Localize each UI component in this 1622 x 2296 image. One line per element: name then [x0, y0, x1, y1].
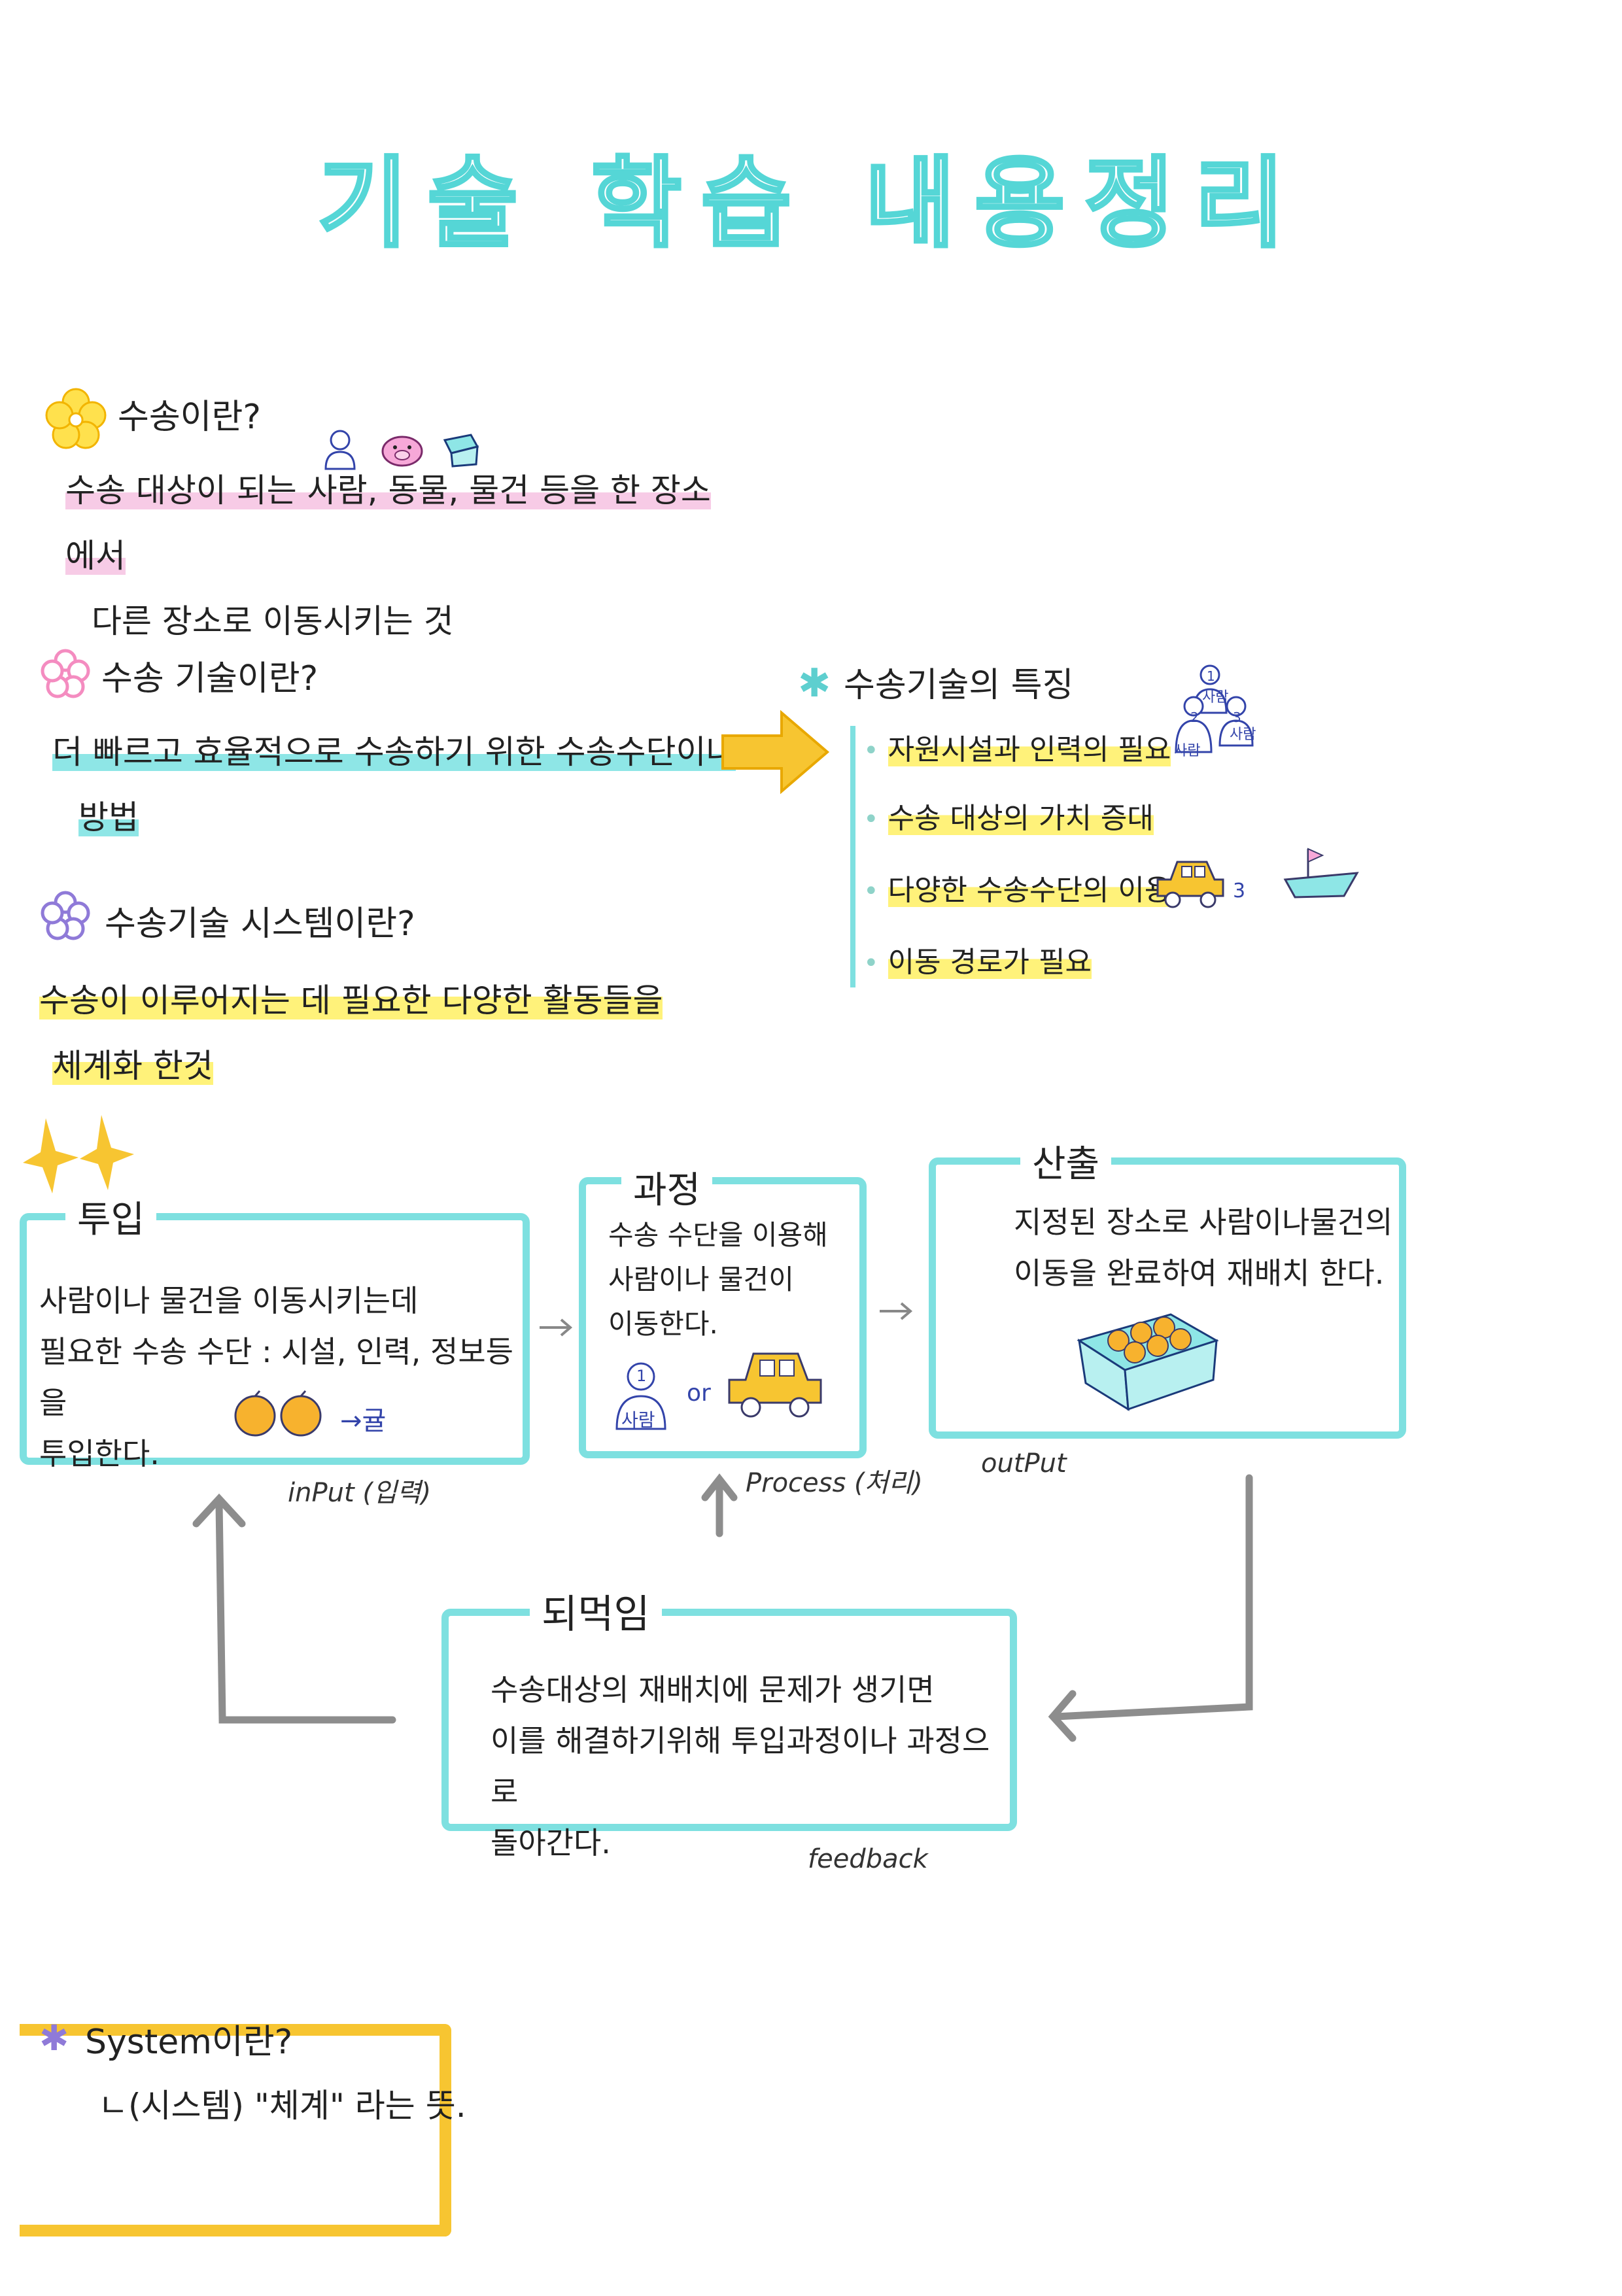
system-text: ㄴ(시스템) "체계" 라는 뜻. — [98, 2087, 466, 2125]
asterisk-icon: ✱ — [39, 2017, 69, 2059]
process-label: 과정 — [621, 1161, 713, 1214]
person-number: 1 — [636, 1367, 647, 1385]
ship-icon — [1282, 844, 1360, 902]
people-number: 2 — [1190, 710, 1199, 725]
star-icon — [20, 1112, 137, 1197]
feedback-box — [441, 1609, 1017, 1831]
page-title: 기술 학습 내용정리 — [316, 146, 1305, 263]
output-label: 산출 — [1020, 1135, 1112, 1188]
orange-note: →귤 — [340, 1406, 387, 1436]
orange-icon — [232, 1390, 330, 1439]
people-label: 사람 — [1202, 689, 1229, 706]
pink-flower-icon — [39, 647, 92, 700]
input-box — [20, 1213, 530, 1465]
transport-line1: 수송 대상이 되는 사람, 동물, 물건 등을 한 장소에서 — [65, 471, 711, 575]
input-caption: inPut (입력) — [288, 1478, 432, 1508]
car-count: 3 — [1233, 880, 1246, 902]
feature-item: • 수송 대상의 가치 증대 — [863, 802, 1154, 835]
people-label: 사람 — [1230, 727, 1256, 743]
transport-system-text: 수송이 이루어지는 데 필요한 다양한 활동들을 체계화 한것 — [39, 968, 759, 1099]
transport-heading: 수송이란? — [118, 398, 261, 437]
arrow-right-icon — [719, 706, 831, 798]
bullet-icon: • — [863, 736, 879, 766]
feedback-text: 수송대상의 재배치에 문제가 생기면 이를 해결하기위해 투입과정이나 과정으로… — [491, 1672, 990, 1860]
transport-tech-line2: 방법 — [78, 798, 139, 836]
yellow-flower-icon — [43, 386, 109, 451]
asterisk-icon: ✱ — [798, 660, 831, 706]
feedback-label: 되먹임 — [530, 1583, 662, 1639]
transport-line2: 다른 장소로 이동시키는 것 — [92, 602, 454, 640]
people-group-icon — [1164, 660, 1269, 765]
car-icon — [1154, 857, 1226, 912]
people-number: 1 — [1207, 668, 1215, 684]
output-box — [929, 1157, 1406, 1439]
system-bracket — [20, 2024, 451, 2236]
bullet-icon: • — [863, 876, 879, 906]
orange-box-icon — [1073, 1301, 1223, 1413]
transport-tech-text: 더 빠르고 효율적으로 수송하기 위한 수송수단이나 방법 — [52, 719, 739, 850]
output-text: 지정된 장소로 사람이나물건의 이동을 완료하여 재배치 한다. — [1014, 1205, 1393, 1291]
person-icon — [320, 428, 360, 471]
arrow-right-icon — [536, 1314, 576, 1341]
or-label: or — [687, 1380, 711, 1407]
pig-icon — [379, 432, 425, 468]
features-bracket — [850, 726, 855, 987]
output-caption: outPut — [981, 1448, 1067, 1479]
person-icon — [612, 1360, 670, 1432]
feedback-caption: feedback — [808, 1844, 928, 1874]
system-heading: System이란? — [85, 2023, 293, 2062]
car-icon — [726, 1347, 824, 1426]
features-heading: 수송기술의 특징 — [844, 666, 1074, 705]
process-text: 수송 수단을 이용해 사람이나 물건이 이동한다. — [608, 1219, 828, 1340]
people-number: 3 — [1233, 710, 1241, 725]
feature-item: • 이동 경로가 필요 — [863, 946, 1092, 979]
arrow-right-icon — [876, 1298, 916, 1324]
bullet-icon: • — [863, 804, 879, 834]
transport-tech-line1: 더 빠르고 효율적으로 수송하기 위한 수송수단이나 — [52, 733, 736, 771]
input-label: 투입 — [65, 1190, 157, 1243]
people-label: 사람 — [1174, 743, 1201, 759]
transport-text: 수송 대상이 되는 사람, 동물, 물건 등을 한 장소에서 다른 장소로 이동… — [65, 458, 719, 654]
box-icon — [438, 428, 481, 468]
transport-system-line2: 체계화 한것 — [52, 1047, 213, 1085]
feature-item: • 다양한 수송수단의 이용 — [863, 874, 1171, 907]
bullet-icon: • — [863, 948, 879, 978]
transport-tech-heading: 수송 기술이란? — [101, 659, 319, 698]
feature-item: • 자원시설과 인력의 필요 — [863, 733, 1171, 766]
transport-system-heading: 수송기술 시스템이란? — [105, 904, 415, 944]
process-box — [579, 1177, 867, 1458]
process-caption: Process (처리) — [746, 1468, 923, 1498]
person-label: 사람 — [621, 1409, 655, 1431]
transport-system-line1: 수송이 이루어지는 데 필요한 다양한 활동들을 — [39, 982, 663, 1019]
purple-flower-icon — [39, 889, 92, 942]
input-text: 사람이나 물건을 이동시키는데 필요한 수송 수단 : 시설, 인력, 정보등을… — [39, 1283, 513, 1471]
